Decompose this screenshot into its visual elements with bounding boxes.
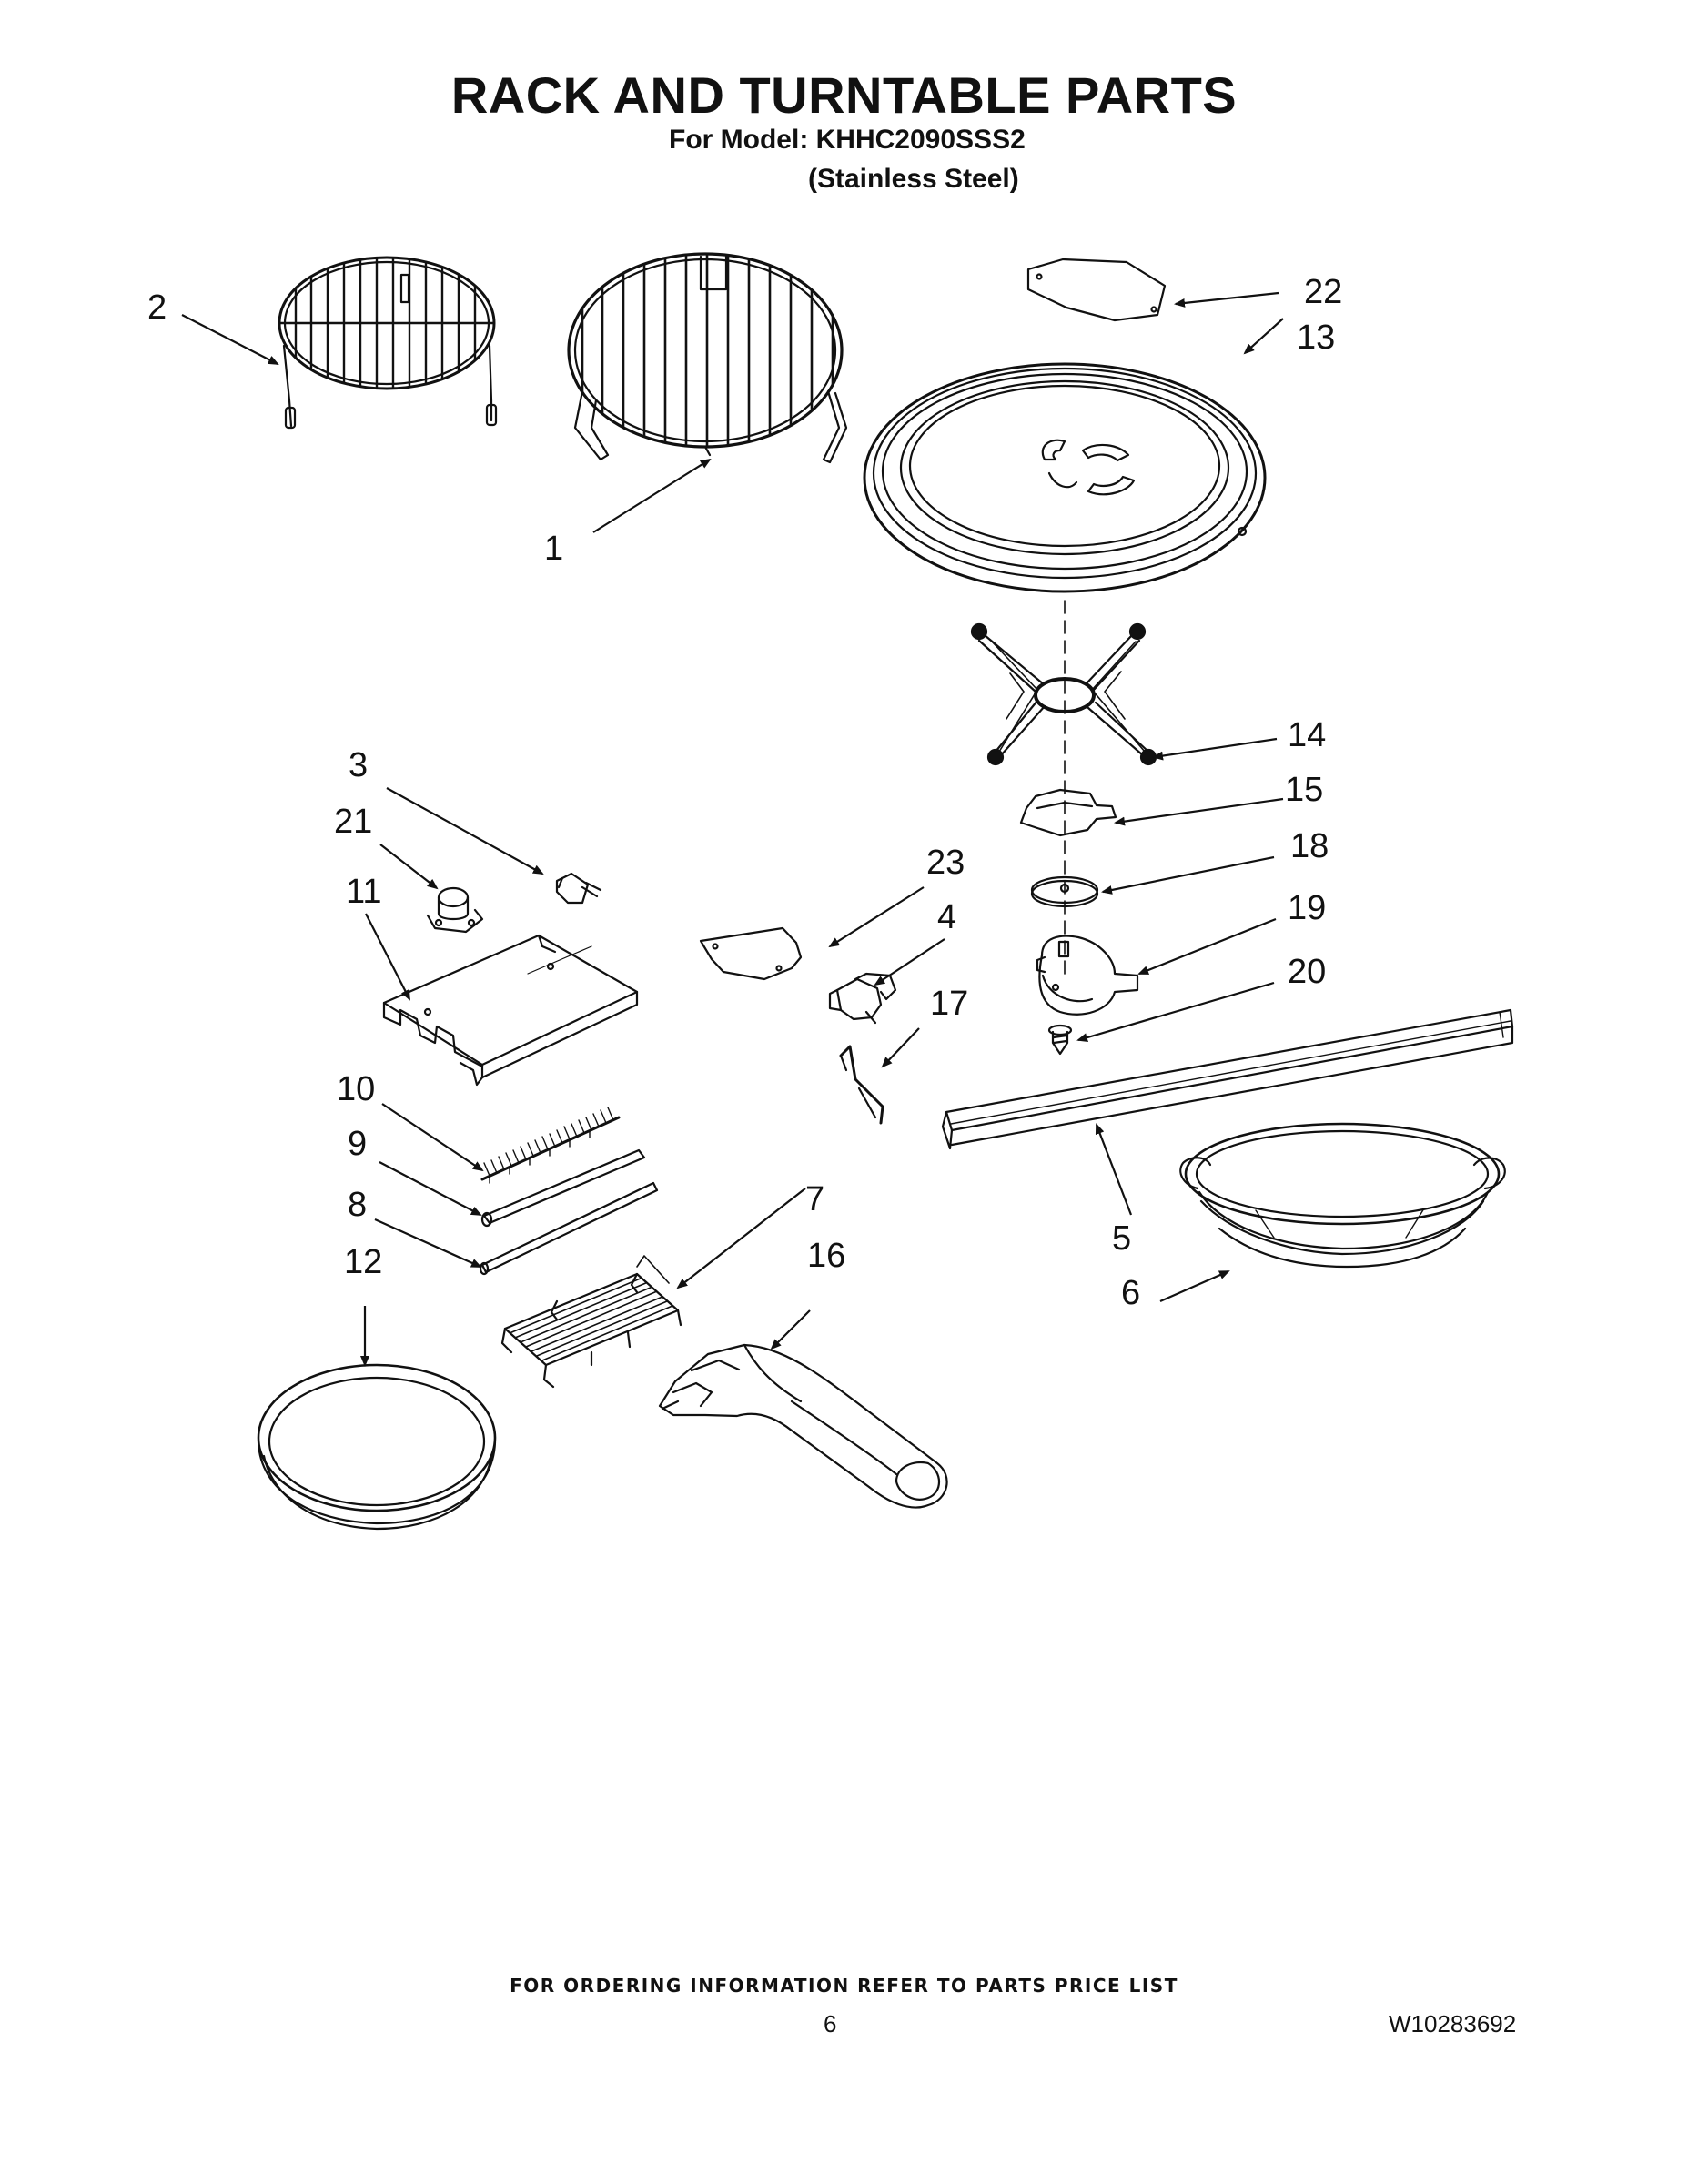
callout-10: 10 bbox=[337, 1070, 375, 1108]
coupler-part bbox=[1019, 788, 1117, 837]
connector-plug-part bbox=[555, 872, 602, 905]
callout-17: 17 bbox=[930, 985, 968, 1023]
grill-rack-part bbox=[500, 1255, 682, 1389]
callout-7: 7 bbox=[805, 1180, 824, 1218]
callout-5: 5 bbox=[1112, 1219, 1131, 1258]
callout-22: 22 bbox=[1304, 273, 1342, 311]
model-line: For Model: KHHC2090SSS2 bbox=[669, 125, 1026, 155]
page-title: RACK AND TURNTABLE PARTS bbox=[450, 66, 1238, 124]
callout-16: 16 bbox=[807, 1237, 845, 1275]
heater-element-part bbox=[479, 1181, 659, 1276]
callout-13: 13 bbox=[1297, 318, 1335, 357]
spacer-disc-part bbox=[1030, 875, 1099, 908]
callout-15: 15 bbox=[1285, 771, 1323, 809]
turntable-tray-part bbox=[863, 362, 1267, 593]
round-pan-part bbox=[257, 1363, 497, 1531]
callout-19: 19 bbox=[1288, 889, 1326, 927]
handle-part bbox=[658, 1343, 948, 1509]
callout-20: 20 bbox=[1288, 953, 1326, 991]
callout-2: 2 bbox=[147, 288, 167, 327]
heater-tube-part bbox=[480, 1148, 646, 1228]
wire-bracket-part bbox=[839, 1045, 884, 1125]
callout-labels: 1 2 3 4 5 6 7 8 9 10 11 12 13 14 15 16 1… bbox=[147, 273, 1342, 1312]
thermal-cutout-part bbox=[426, 886, 484, 934]
crisper-pan-part bbox=[1179, 1122, 1506, 1269]
roller-support-part bbox=[970, 622, 1157, 766]
screw-part bbox=[1047, 1024, 1073, 1056]
document-number: W10283692 bbox=[1389, 2010, 1517, 2037]
turntable-motor-part bbox=[1036, 935, 1139, 1016]
leader-lines bbox=[181, 291, 1284, 1367]
callout-4: 4 bbox=[937, 898, 956, 936]
reflector-part bbox=[480, 1107, 621, 1184]
callout-21: 21 bbox=[334, 803, 372, 841]
callout-11: 11 bbox=[346, 873, 381, 911]
callout-8: 8 bbox=[348, 1186, 367, 1224]
callout-1: 1 bbox=[544, 530, 563, 568]
callout-14: 14 bbox=[1288, 716, 1326, 754]
shield-plate-part bbox=[699, 926, 803, 981]
heater-cover-part bbox=[382, 934, 639, 1087]
latch-switch-part bbox=[828, 972, 897, 1025]
callout-23: 23 bbox=[926, 844, 965, 882]
finish-line: (Stainless Steel) bbox=[808, 164, 1019, 194]
callout-3: 3 bbox=[349, 746, 368, 784]
large-round-rack-part bbox=[567, 252, 848, 464]
callout-12: 12 bbox=[344, 1243, 382, 1281]
cover-plate-part bbox=[1026, 258, 1167, 322]
trim-strip-part bbox=[941, 1008, 1514, 1150]
callout-9: 9 bbox=[348, 1125, 367, 1163]
callout-6: 6 bbox=[1121, 1274, 1140, 1312]
small-round-rack-part bbox=[278, 256, 498, 430]
callout-18: 18 bbox=[1290, 827, 1329, 865]
ordering-note: FOR ORDERING INFORMATION REFER TO PARTS … bbox=[510, 1975, 1178, 1997]
page-number: 6 bbox=[824, 2010, 837, 2037]
